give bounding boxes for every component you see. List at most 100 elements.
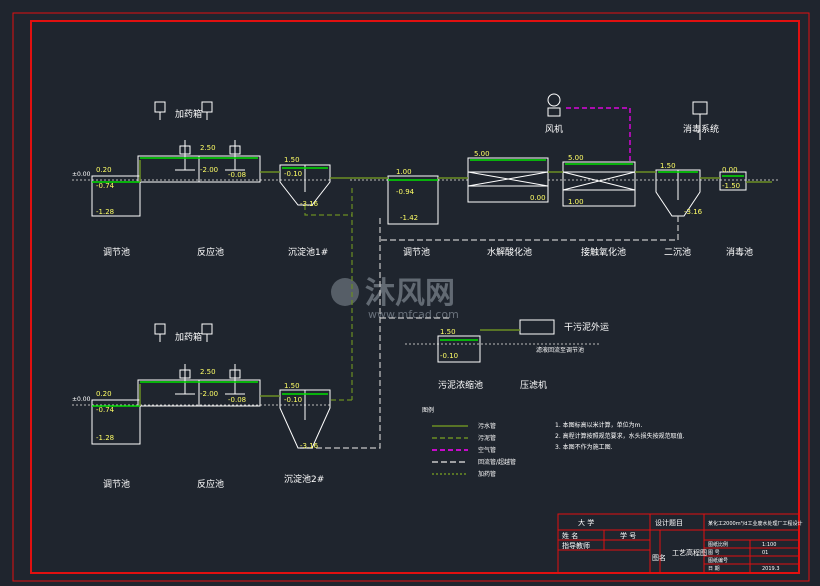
- unit-label-top-2: 沉淀池1#: [288, 246, 328, 258]
- blower-label: 风机: [545, 123, 563, 135]
- tank-contact-oxidation: [562, 161, 636, 207]
- tb-design-topic: 设计题目: [655, 518, 683, 527]
- tank-thickener: [437, 335, 481, 363]
- elevation-marks: 0.20 -0.74 -1.28 2.50 -2.00 -0.08 1.50 -0.10 -3.…: [96, 144, 740, 450]
- note-0: 1. 本图标高以米计算，单位为m.: [555, 421, 642, 429]
- press-label: 压滤机: [520, 379, 547, 391]
- level-top-5-0: 5.00: [568, 154, 584, 162]
- tank-adjust-3: [91, 399, 141, 445]
- level-bottom-2-0: 1.50: [284, 382, 300, 390]
- notes: 1. 本图标高以米计算，单位为m.2. 高程计算按照规范要求，水头损失按规范取值…: [555, 421, 685, 451]
- watermark-brand: 沐风网: [365, 276, 455, 311]
- dosing-label-top: 加药箱: [175, 108, 202, 120]
- filtrate-label: 滤液回流至调节池: [536, 346, 584, 354]
- tb-school: 大 学: [578, 518, 594, 527]
- tb-side-label: 图名: [652, 553, 666, 562]
- legend-item-3: 回流管/超越管: [478, 458, 516, 466]
- air-pipe: [566, 107, 631, 162]
- tank-secondary-clarifier: [655, 169, 701, 217]
- level-bottom-1-0: 2.50: [200, 368, 216, 376]
- level-bottom-2-2: -3.16: [300, 442, 319, 450]
- sludge-level-1: 1.50: [440, 328, 456, 336]
- tb-meta-value-1: 01: [762, 550, 768, 556]
- tank-sedimentation-2: [279, 389, 331, 449]
- legend-item-2: 空气管: [478, 446, 496, 454]
- level-top-4-1: 0.00: [530, 194, 546, 202]
- bottom-process-line: [72, 323, 331, 449]
- thickener-label: 污泥浓缩池: [438, 379, 483, 391]
- tank-disinfection: [719, 171, 747, 191]
- level-top-4-0: 5.00: [474, 150, 490, 158]
- unit-label-bottom-2: 沉淀池2#: [284, 473, 324, 485]
- unit-label-bottom-1: 反应池: [197, 478, 224, 490]
- level-top-3-0: 1.00: [396, 168, 412, 176]
- legend-item-0: 污水管: [478, 422, 496, 430]
- level-bottom-1-2: -0.08: [228, 396, 246, 404]
- tb-drawing-name: 工艺高程图: [672, 548, 707, 557]
- unit-label-top-1: 反应池: [197, 246, 224, 258]
- ground-level-top: ±0.00: [72, 171, 91, 178]
- level-top-3-1: -0.94: [396, 188, 415, 196]
- level-top-2-0: 1.50: [284, 156, 300, 164]
- level-bottom-0-2: -1.28: [96, 434, 114, 442]
- water-levels-bottom: [92, 381, 328, 407]
- level-top-1-2: -0.08: [228, 171, 246, 179]
- level-top-0-2: -1.28: [96, 208, 114, 216]
- note-2: 3. 本图不作为施工图.: [555, 443, 613, 451]
- legend-item-4: 加药管: [478, 470, 496, 478]
- tb-meta-key-2: 图纸编号: [708, 557, 728, 564]
- tb-meta-value-3: 2019.3: [762, 566, 780, 572]
- tank-hydrolysis: [467, 157, 549, 203]
- level-top-7-0: 0.00: [722, 166, 738, 174]
- watermark-url: www.mfcad.com: [368, 308, 459, 321]
- ground-level-bottom: ±0.00: [72, 396, 91, 403]
- unit-label-top-5: 接触氧化池: [581, 246, 626, 258]
- unit-labels: 调节池反应池沉淀池1#调节池水解酸化池接触氧化池二沉池消毒池调节池反应池沉淀池2…: [103, 246, 753, 490]
- unit-label-top-0: 调节池: [103, 246, 130, 258]
- unit-label-top-6: 二沉池: [664, 246, 691, 258]
- tank-adjust-2: [387, 175, 439, 225]
- tb-meta-key-0: 图纸比例: [708, 541, 728, 548]
- inner-frame: [30, 20, 800, 574]
- tb-meta-key-1: 图 号: [708, 550, 720, 556]
- level-top-6-1: -3.16: [684, 208, 703, 216]
- tb-meta-key-3: 日 期: [708, 566, 720, 572]
- tank-adjust-1: [91, 175, 141, 217]
- sewage-pipes-bottom: [139, 384, 280, 406]
- level-top-3-2: -1.42: [400, 214, 418, 222]
- title-block: [557, 513, 800, 574]
- unit-label-top-4: 水解酸化池: [487, 246, 532, 258]
- tank-sedimentation-1: [279, 164, 331, 206]
- sewage-pipes-top: [139, 160, 772, 183]
- tb-advisor: 指导教师: [562, 541, 590, 550]
- sludge-section: [405, 319, 600, 363]
- level-bottom-0-1: -0.74: [96, 406, 115, 414]
- level-bottom-1-1: -2.00: [200, 390, 218, 398]
- sludge-pipes: [300, 188, 679, 449]
- level-bottom-2-1: -0.10: [284, 396, 302, 404]
- level-top-5-1: 1.00: [568, 198, 584, 206]
- outlet-label: 干污泥外运: [564, 321, 609, 333]
- level-top-0-0: 0.20: [96, 166, 112, 174]
- tb-name: 姓 名: [562, 531, 578, 540]
- unit-label-bottom-0: 调节池: [103, 478, 130, 490]
- tb-meta-value-0: 1:100: [762, 542, 776, 548]
- level-top-1-1: -2.00: [200, 166, 218, 174]
- level-top-2-2: -3.16: [300, 200, 319, 208]
- sludge-level-2: -0.10: [440, 352, 458, 360]
- water-levels-top: [92, 157, 744, 183]
- level-top-7-1: -1.50: [722, 182, 740, 190]
- legend-title: 图例: [422, 406, 434, 414]
- legend-item-1: 污泥管: [478, 434, 496, 442]
- dosing-label-bottom: 加药箱: [175, 331, 202, 343]
- watermark: 沐风网 www.mfcad.com: [331, 276, 459, 321]
- level-top-1-0: 2.50: [200, 144, 216, 152]
- level-top-6-0: 1.50: [660, 162, 676, 170]
- top-process-line: [72, 93, 780, 225]
- tb-project: 某化工2000m³/d工业废水处理厂工程设计: [708, 520, 802, 527]
- outer-frame: [12, 12, 810, 582]
- unit-label-top-3: 调节池: [403, 246, 430, 258]
- level-top-2-1: -0.10: [284, 170, 302, 178]
